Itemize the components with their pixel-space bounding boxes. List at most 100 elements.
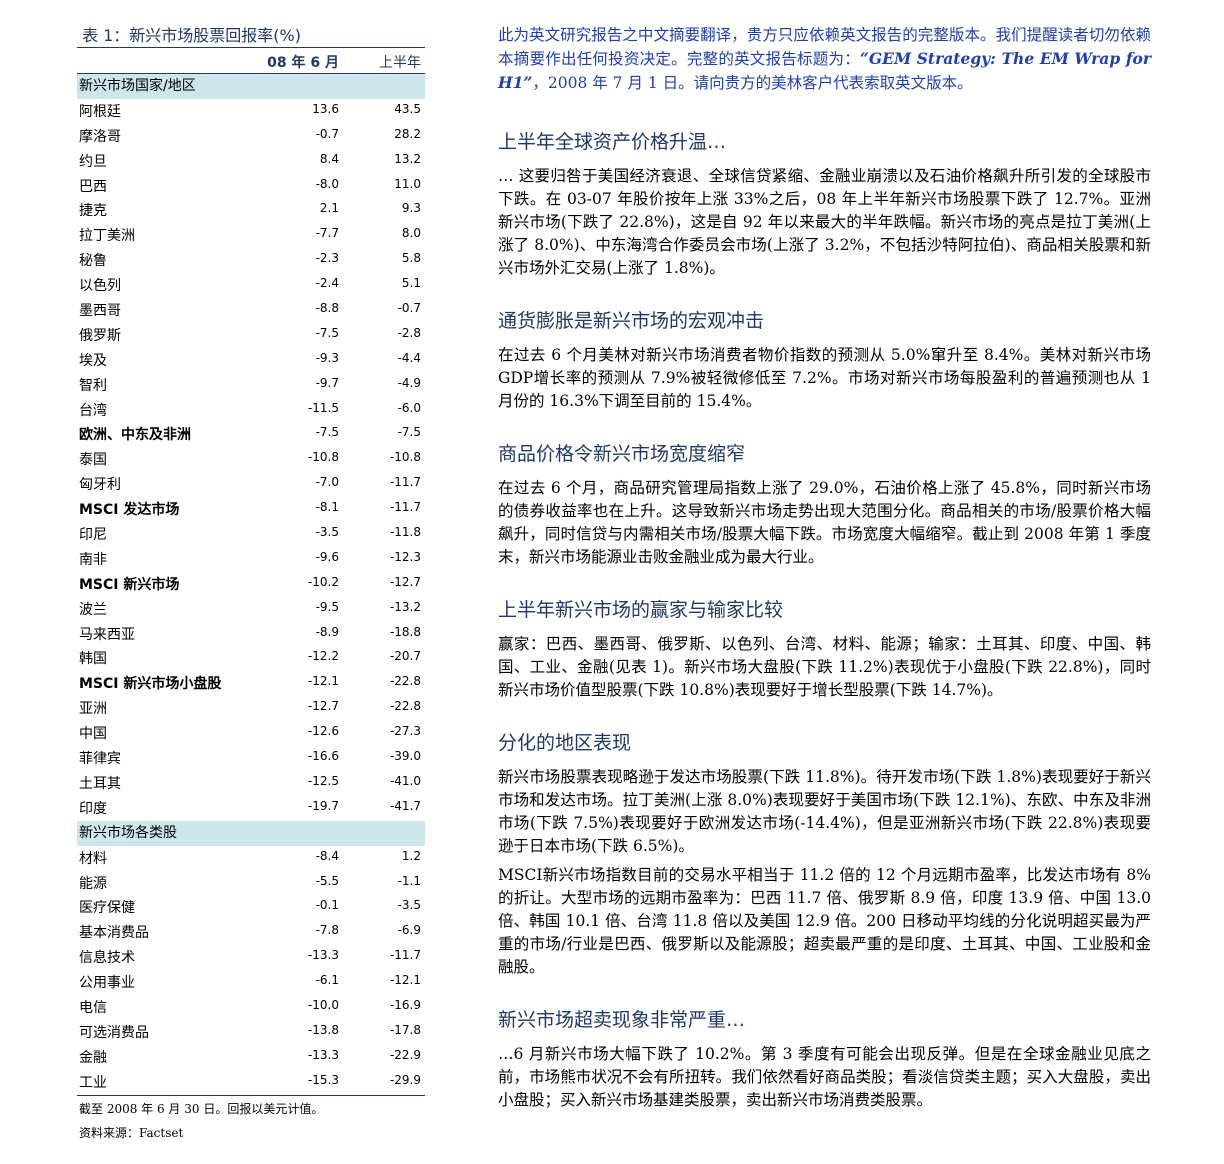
row-label: 医疗保健 xyxy=(79,900,135,917)
row-label: MSCI 新兴市场 xyxy=(79,576,180,593)
row-label: 捷克 xyxy=(79,203,107,220)
table-row: 可选消费品-13.8-17.8 xyxy=(77,1020,425,1045)
table-row: 埃及-9.3-4.4 xyxy=(77,348,425,373)
table-row: 医疗保健-0.1-3.5 xyxy=(77,895,425,920)
row-value-h1: 1.2 xyxy=(401,848,421,863)
table-row: 中国-12.6-27.3 xyxy=(77,721,425,746)
row-value-june: -9.3 xyxy=(315,350,339,365)
column-header-june: 08 年 6 月 xyxy=(267,55,339,71)
row-value-june: -2.4 xyxy=(315,276,339,291)
row-label: 埃及 xyxy=(79,352,107,369)
row-label: 信息技术 xyxy=(79,950,135,967)
row-value-h1: -0.7 xyxy=(397,301,421,316)
row-value-h1: -6.9 xyxy=(397,923,421,938)
row-value-h1: -1.1 xyxy=(397,873,421,888)
row-label: 电信 xyxy=(79,999,107,1016)
row-label: 南非 xyxy=(79,551,107,568)
table-row: 台湾-11.5-6.0 xyxy=(77,398,425,423)
row-label: 阿根廷 xyxy=(79,103,121,120)
row-label: 摩洛哥 xyxy=(79,128,121,145)
row-value-june: -12.1 xyxy=(307,674,339,689)
table-row: 墨西哥-8.8-0.7 xyxy=(77,298,425,323)
row-label: 匈牙利 xyxy=(79,477,121,494)
row-value-june: -7.0 xyxy=(315,475,339,490)
section-paragraph: … 这要归咎于美国经济衰退、全球信贷紧缩、金融业崩溃以及石油价格飙升所引发的全球… xyxy=(498,167,1151,277)
row-label: 亚洲 xyxy=(79,701,107,718)
row-value-h1: -13.2 xyxy=(389,599,421,614)
table-section-row: 新兴市场各类股 xyxy=(77,820,425,846)
row-label: 约旦 xyxy=(79,153,107,170)
section-paragraph: …6 月新兴市场大幅下跌了 10.2%。第 3 季度有可能会出现反弹。但是在全球… xyxy=(498,1045,1151,1109)
summary-column: 此为英文研究报告之中文摘要翻译，贵方只应依赖英文报告的完整版本。我们提醒读者切勿… xyxy=(498,24,1151,1112)
row-value-june: -9.5 xyxy=(315,599,339,614)
row-value-june: -5.5 xyxy=(315,873,339,888)
returns-table: 表 1：新兴市场股票回报率(%) 08 年 6 月 上半年 新兴市场国家/地区阿… xyxy=(77,24,425,1144)
row-value-june: -9.6 xyxy=(315,549,339,564)
table-row: 菲律宾-16.6-39.0 xyxy=(77,746,425,771)
row-value-h1: -4.9 xyxy=(397,375,421,390)
row-value-june: -12.5 xyxy=(307,773,339,788)
row-value-h1: -11.7 xyxy=(389,475,421,490)
section-paragraph: 在过去 6 个月美林对新兴市场消费者物价指数的预测从 5.0%窜升至 8.4%。… xyxy=(498,346,1151,410)
row-label: 新兴市场国家/地区 xyxy=(79,78,196,94)
section-heading: 分化的地区表现 xyxy=(498,732,632,754)
row-value-june: -10.0 xyxy=(307,997,339,1012)
row-label: 马来西亚 xyxy=(79,626,135,643)
row-value-h1: -22.8 xyxy=(389,674,421,689)
row-label: 中国 xyxy=(79,726,107,743)
row-value-h1: -11.8 xyxy=(389,525,421,540)
table-row: 土耳其-12.5-41.0 xyxy=(77,771,425,796)
table-row: 波兰 -9.5 -13.2 xyxy=(77,597,425,622)
row-value-june: -19.7 xyxy=(307,798,339,813)
section-paragraph: 新兴市场股票表现略逊于发达市场股票(下跌 11.8%)。待开发市场(下跌 1.8… xyxy=(498,768,1151,855)
row-label: 拉丁美洲 xyxy=(79,228,135,245)
row-value-june: -7.5 xyxy=(315,325,339,340)
row-value-h1: -7.5 xyxy=(397,425,421,440)
row-value-june: -12.2 xyxy=(307,649,339,664)
row-value-h1: -18.8 xyxy=(389,624,421,639)
row-value-h1: -20.7 xyxy=(389,649,421,664)
row-value-h1: 5.8 xyxy=(401,251,421,266)
row-label: 印度 xyxy=(79,800,107,817)
row-value-h1: -3.5 xyxy=(397,898,421,913)
row-label: 智利 xyxy=(79,377,107,394)
column-header-h1: 上半年 xyxy=(379,55,421,71)
row-value-h1: -6.0 xyxy=(397,400,421,415)
table-row: 马来西亚-8.9-18.8 xyxy=(77,622,425,647)
table-row: 印尼-3.5-11.8 xyxy=(77,522,425,547)
row-label: 秘鲁 xyxy=(79,253,107,270)
row-value-h1: -16.9 xyxy=(389,997,421,1012)
row-value-h1: 8.0 xyxy=(401,226,421,241)
row-label: 材料 xyxy=(79,850,107,867)
row-value-june: -3.5 xyxy=(315,525,339,540)
row-value-june: -12.7 xyxy=(307,699,339,714)
row-value-h1: -41.7 xyxy=(389,798,421,813)
table-row: 智利-9.7-4.9 xyxy=(77,373,425,398)
table-row: MSCI 发达市场-8.1-11.7 xyxy=(77,497,425,522)
row-value-june: 13.6 xyxy=(312,101,339,116)
row-value-june: -6.1 xyxy=(315,973,339,988)
table-row: 匈牙利 -7.0 -11.7 xyxy=(77,472,425,497)
row-value-june: -11.5 xyxy=(307,400,339,415)
table-row: 工业-15.3-29.9 xyxy=(77,1070,425,1095)
row-label: 波兰 xyxy=(79,601,107,618)
row-value-june: -2.3 xyxy=(315,251,339,266)
table-row: 韩国-12.2-20.7 xyxy=(77,646,425,671)
row-label: 泰国 xyxy=(79,452,107,469)
table-row: 欧洲、中东及非洲-7.5-7.5 xyxy=(77,422,425,447)
row-value-h1: 13.2 xyxy=(394,151,421,166)
row-value-june: -16.6 xyxy=(307,749,339,764)
table-row: 电信 -10.0 -16.9 xyxy=(77,995,425,1020)
table-row: 印度 -19.7 -41.7 xyxy=(77,796,425,821)
row-value-june: -10.8 xyxy=(307,450,339,465)
row-value-h1: -17.8 xyxy=(389,1022,421,1037)
section-paragraph: MSCI新兴市场指数目前的交易水平相当于 11.2 倍的 12 个月远期市盈率，… xyxy=(498,866,1151,976)
row-value-h1: 11.0 xyxy=(394,176,421,191)
row-label: 能源 xyxy=(79,875,107,892)
